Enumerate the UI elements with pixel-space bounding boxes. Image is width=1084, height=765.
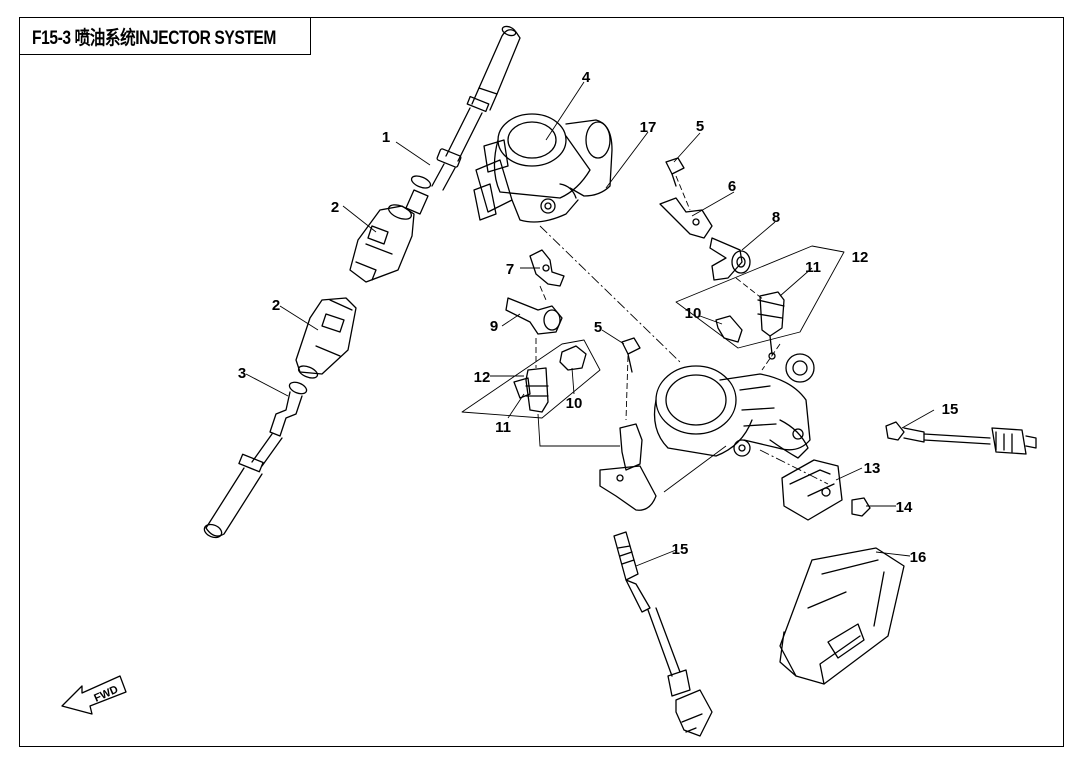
quick-connector-lower [295, 297, 357, 379]
injector-group-outline-right [675, 245, 845, 349]
callout-10-left: 10 [566, 395, 583, 412]
injector-fitting-right [709, 237, 751, 281]
sensor-cable-right [885, 421, 1037, 455]
callout-14: 14 [896, 499, 913, 516]
clip-left [559, 345, 587, 371]
clip-right [715, 315, 743, 343]
callout-13: 13 [864, 460, 881, 477]
callout-10-right: 10 [685, 305, 702, 322]
nut [851, 497, 871, 517]
callout-1: 1 [382, 129, 390, 146]
fuel-injector-left [513, 367, 549, 413]
callout-11-right: 11 [805, 259, 821, 276]
callout-6: 6 [728, 178, 736, 195]
fuel-rail-bracket [659, 197, 713, 239]
sensor-cable-lower [613, 531, 713, 737]
callout-5-lower: 5 [594, 319, 602, 336]
callout-4: 4 [582, 69, 591, 86]
callout-11-left: 11 [495, 419, 511, 436]
page-title: F15-3 喷油系统INJECTOR SYSTEM [32, 27, 276, 49]
bolt-upper [665, 157, 685, 187]
bracket-left [529, 249, 565, 287]
injector-group-outline-left [461, 339, 601, 419]
fwd-arrow-icon [61, 675, 127, 715]
injector-fitting-left [505, 297, 563, 335]
callout-17: 17 [640, 119, 657, 136]
ecu-module [779, 547, 905, 685]
throttle-body-upper [473, 113, 613, 223]
lower-throttle-bracket [599, 423, 657, 511]
callout-12-left: 12 [474, 369, 491, 386]
callout-2-upper: 2 [331, 199, 339, 216]
callout-9: 9 [490, 318, 498, 335]
callout-12-right: 12 [852, 249, 869, 266]
bolt-lower [621, 337, 641, 373]
callout-15-right: 15 [942, 401, 959, 418]
callout-2-lower: 2 [272, 297, 280, 314]
callout-15-lower: 15 [672, 541, 689, 558]
callout-3: 3 [238, 365, 246, 382]
callout-8: 8 [772, 209, 780, 226]
fuel-hose-lower [203, 381, 308, 539]
fuel-hose-upper [405, 25, 521, 215]
callout-7: 7 [506, 261, 514, 278]
title-box: F15-3 喷油系统INJECTOR SYSTEM [19, 17, 311, 55]
throttle-body-lower [653, 353, 815, 459]
callout-16: 16 [910, 549, 927, 566]
fuel-injector-right [757, 291, 785, 360]
quick-connector-upper [349, 204, 415, 283]
sensor-bracket [781, 459, 843, 521]
callout-5-upper: 5 [696, 118, 704, 135]
diagram-frame [19, 17, 1064, 747]
